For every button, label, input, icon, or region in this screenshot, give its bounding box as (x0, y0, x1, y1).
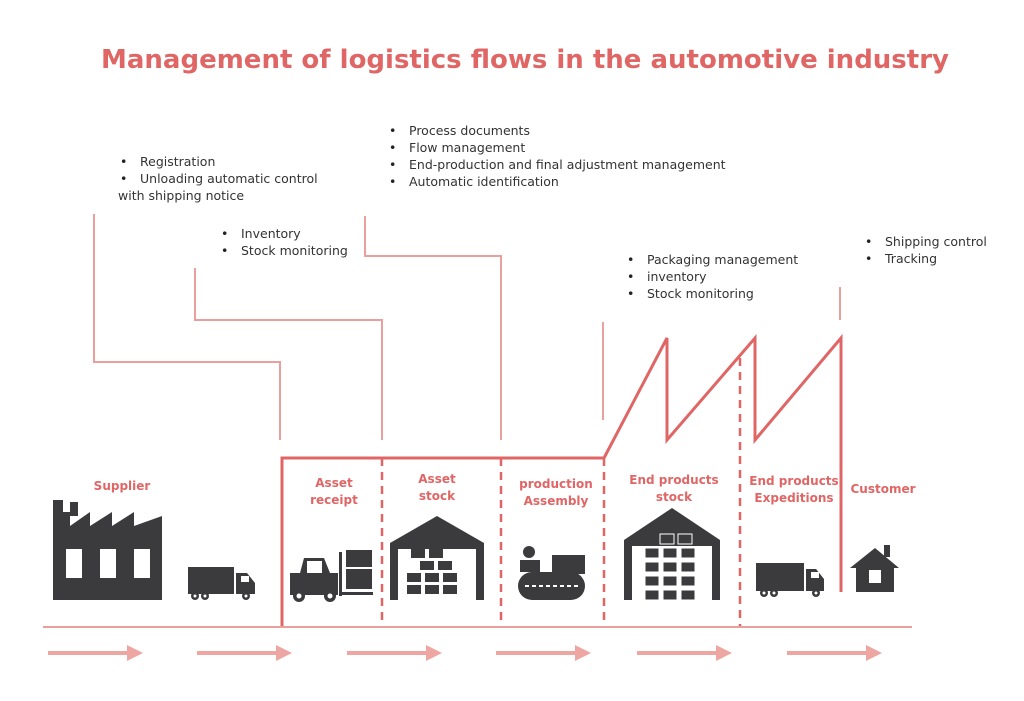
note-item: End-production and final adjustment mana… (387, 156, 726, 173)
diagram-title: Management of logistics flows in the aut… (101, 45, 949, 75)
assembly-conveyor-icon (518, 546, 585, 600)
stage-customer-label: Customer (843, 481, 923, 498)
building-outline (280, 333, 843, 626)
stage-asset-receipt-label: Asset receipt (294, 475, 374, 509)
notes-shipping: Shipping control Tracking (863, 233, 987, 267)
note-item: Stock monitoring (219, 242, 348, 259)
stage-label-line: End products (629, 473, 719, 487)
note-item: Unloading automatic control (118, 170, 318, 187)
stage-label-text: Supplier (93, 479, 151, 493)
truck-icon (188, 567, 255, 600)
connector-receipt (93, 214, 281, 440)
stage-label-line: stock (418, 489, 456, 503)
truck-icon (756, 563, 824, 597)
note-item: Tracking (863, 250, 987, 267)
stage-label-line: Assembly (523, 494, 589, 508)
notes-receipt: Registration Unloading automatic control… (118, 153, 318, 204)
stage-label-line: Expeditions (754, 491, 834, 505)
stage-label-line: stock (655, 490, 693, 504)
stage-label-line: Asset (315, 476, 353, 490)
connector-lines (93, 214, 841, 440)
home-icon (850, 545, 899, 592)
note-item: Flow management (387, 139, 726, 156)
stage-supplier-label: Supplier (82, 478, 162, 495)
note-item-continuation: with shipping notice (118, 188, 245, 203)
factory-icon (53, 500, 162, 600)
stage-end-products-stock-label: End products stock (622, 472, 726, 506)
stage-label-line: Asset (418, 472, 456, 486)
connector-inventory (194, 268, 383, 440)
stage-label-line: End products (749, 474, 839, 488)
section-dividers (380, 358, 742, 626)
connector-production (364, 216, 502, 440)
building-roof (280, 333, 843, 626)
warehouse-icon (624, 508, 720, 601)
note-item: Inventory (219, 225, 348, 242)
warehouse-icon (390, 516, 484, 600)
notes-packaging: Packaging management inventory Stock mon… (625, 251, 798, 302)
stage-label-text: Customer (850, 482, 916, 496)
stage-label-line: production (519, 477, 593, 491)
notes-inventory: Inventory Stock monitoring (219, 225, 348, 259)
stage-production-label: production Assembly (510, 476, 602, 510)
note-item: Shipping control (863, 233, 987, 250)
note-item: Automatic identification (387, 173, 726, 190)
note-item: Process documents (387, 122, 726, 139)
stage-label-line: receipt (310, 493, 358, 507)
note-item: Registration (118, 153, 318, 170)
note-item: Stock monitoring (625, 285, 798, 302)
forklift-icon (290, 550, 373, 602)
stage-expeditions-label: End products Expeditions (742, 473, 846, 507)
notes-production: Process documents Flow management End-pr… (387, 122, 726, 190)
note-item: inventory (625, 268, 798, 285)
stage-asset-stock-label: Asset stock (397, 471, 477, 505)
note-item: Packaging management (625, 251, 798, 268)
